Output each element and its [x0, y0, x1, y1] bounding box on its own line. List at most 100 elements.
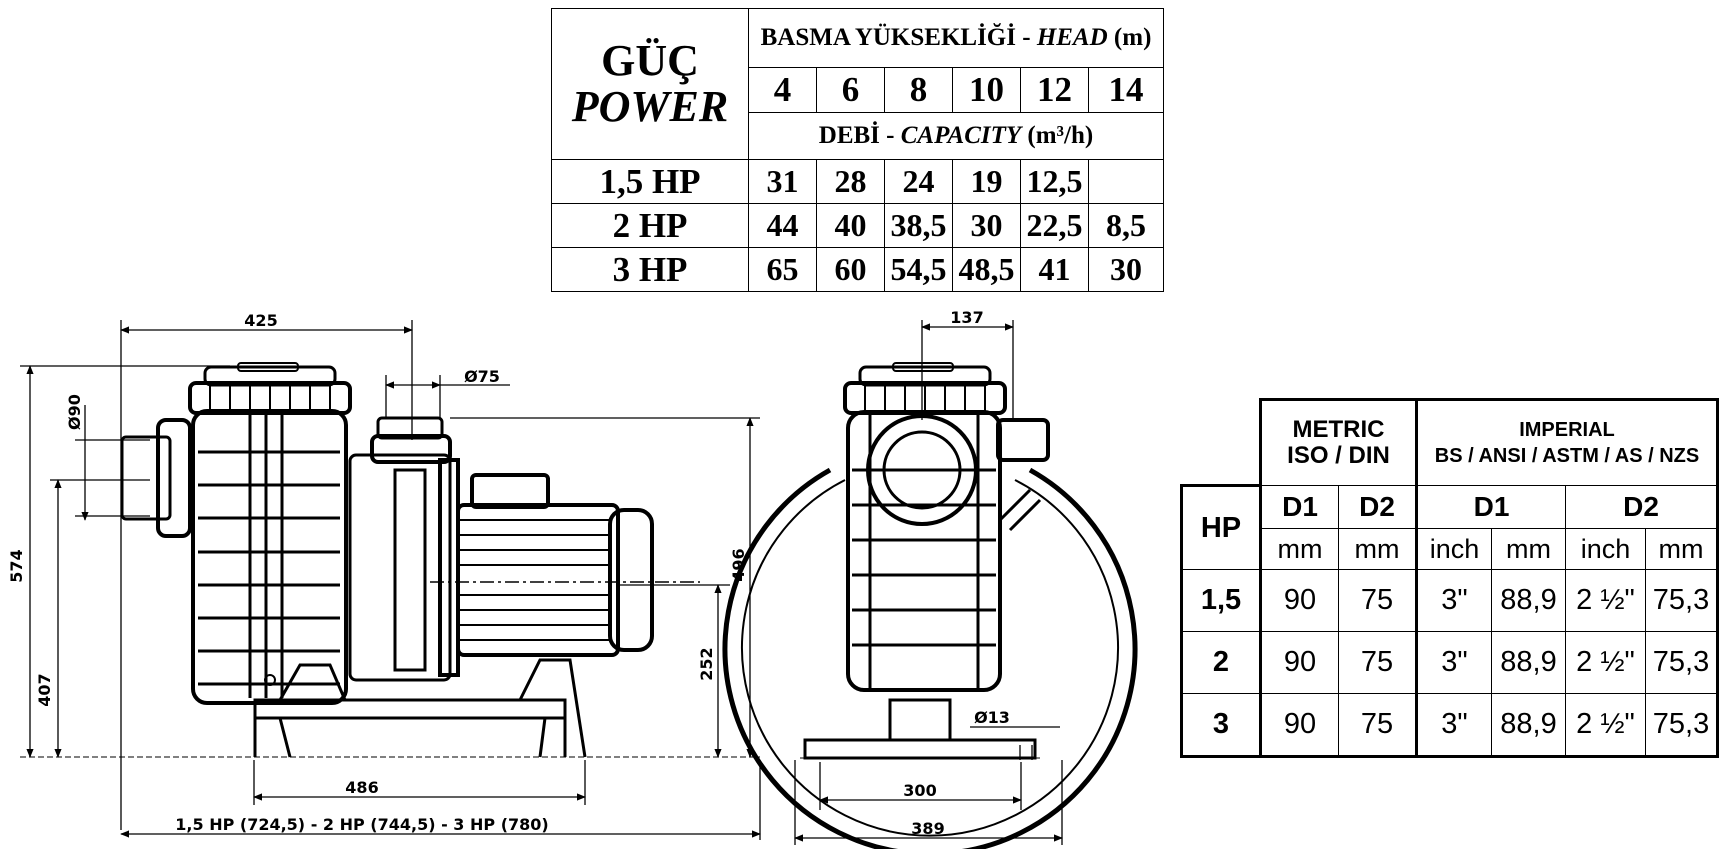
terminal-box [470, 473, 550, 509]
capacity-unit: (m³/h) [1021, 122, 1094, 149]
imperial-title: IMPERIAL [1519, 419, 1615, 441]
capacity-value: 19 [952, 159, 1021, 204]
capacity-value: 48,5 [952, 247, 1021, 292]
imperial-d1-inch-value: 3" [1415, 569, 1492, 632]
hp-value: 2 [1180, 631, 1261, 694]
metric-d2-value: 75 [1338, 569, 1417, 632]
front-strainer-housing [846, 410, 1002, 692]
unit-mm: mm [1645, 528, 1719, 570]
inlet-union [120, 435, 172, 521]
table-row: 3 90 75 3" 88,9 2 ½" 75,3 [1180, 693, 1719, 758]
dim-252-label: 252 [697, 647, 716, 680]
front-dimension-lines [794, 320, 1063, 845]
head-label-tr: BASMA YÜKSEKLİĞİ - [760, 24, 1037, 51]
head-unit: (m) [1107, 24, 1152, 51]
unit-inch: inch [1565, 528, 1646, 570]
base-frame [253, 698, 567, 720]
inlet-port [866, 414, 978, 526]
capacity-value: 65 [748, 247, 817, 292]
imperial-d1-mm-value: 88,9 [1491, 631, 1566, 694]
power-value: 2 HP [551, 203, 749, 248]
imperial-d2-mm-value: 75,3 [1645, 693, 1719, 758]
head-value: 8 [884, 67, 953, 113]
imperial-d1-mm-value: 88,9 [1491, 693, 1566, 758]
metric-d2-value: 75 [1338, 631, 1417, 694]
capacity-header-cell: DEBİ - CAPACITY (m³/h) [748, 112, 1164, 160]
table-row: 2 90 75 3" 88,9 2 ½" 75,3 [1180, 631, 1719, 694]
motor-body [456, 503, 620, 657]
hp-value: 1,5 [1180, 569, 1261, 632]
dim-496-label: 496 [729, 548, 748, 581]
table-row: 1,5 HP 31 28 24 19 12,5 [551, 159, 1164, 204]
table-row: 3 HP 65 60 54,5 48,5 41 30 [551, 247, 1164, 292]
capacity-value: 30 [1088, 247, 1164, 292]
dim-407-label: 407 [35, 673, 54, 706]
metric-d1-value: 90 [1259, 631, 1339, 694]
imperial-d2-mm-value: 75,3 [1645, 631, 1719, 694]
capacity-value: 38,5 [884, 203, 953, 248]
power-header-cell: GÜÇ POWER [551, 8, 749, 160]
imperial-d2-inch-value: 2 ½" [1565, 569, 1646, 632]
imperial-d1-inch-value: 3" [1415, 693, 1492, 758]
connection-dimensions-table: METRIC ISO / DIN IMPERIAL BS / ANSI / AS… [1180, 398, 1719, 758]
imperial-subtitle: BS / ANSI / ASTM / AS / NZS [1434, 445, 1700, 467]
overall-length-label: 1,5 HP (724,5) - 2 HP (744,5) - 3 HP (78… [175, 815, 548, 834]
capacity-value: 60 [816, 247, 885, 292]
performance-table: GÜÇ POWER BASMA YÜKSEKLİĞİ - HEAD (m) 4 … [551, 8, 1164, 292]
front-view-drawing [722, 320, 1138, 849]
blank-cell [1181, 399, 1261, 486]
power-label-tr: GÜÇ [601, 36, 699, 85]
unit-mm: mm [1259, 528, 1339, 570]
dim-425-label: 425 [244, 311, 277, 330]
metric-d1-header: D1 [1259, 485, 1339, 529]
strainer-lid [188, 381, 352, 415]
capacity-label-tr: DEBİ - [818, 122, 901, 149]
metric-d1-value: 90 [1259, 569, 1339, 632]
head-label-en: HEAD [1036, 24, 1108, 51]
volute-outline [722, 467, 1138, 849]
metric-subtitle: ISO / DIN [1287, 442, 1390, 469]
front-outlet-union [996, 418, 1050, 462]
strainer-housing [191, 409, 348, 705]
dim-300-label: 300 [903, 781, 936, 800]
capacity-value: 44 [748, 203, 817, 248]
dim-574-label: 574 [7, 549, 26, 582]
front-base [803, 738, 1037, 760]
imperial-d2-header: D2 [1565, 485, 1719, 529]
power-value: 3 HP [551, 247, 749, 292]
capacity-value: 28 [816, 159, 885, 204]
capacity-value: 30 [952, 203, 1021, 248]
unit-mm: mm [1338, 528, 1417, 570]
housing-ribs [198, 415, 340, 698]
head-value: 14 [1088, 67, 1164, 113]
unit-mm: mm [1491, 528, 1566, 570]
metric-d2-value: 75 [1338, 693, 1417, 758]
hp-value: 3 [1180, 693, 1261, 758]
imperial-d1-inch-value: 3" [1415, 631, 1492, 694]
side-view-drawing [20, 320, 761, 840]
imperial-d1-header: D1 [1415, 485, 1566, 529]
front-strainer-lid [843, 381, 1007, 415]
metric-header-cell: METRIC ISO / DIN [1259, 398, 1417, 486]
outlet-union [376, 416, 444, 440]
table-row: 1,5 90 75 3" 88,9 2 ½" 75,3 [1180, 569, 1719, 632]
capacity-value [1088, 159, 1164, 204]
hp-header: HP [1180, 484, 1261, 570]
capacity-value: 40 [816, 203, 885, 248]
power-value: 1,5 HP [551, 159, 749, 204]
dim-486-label: 486 [345, 778, 378, 797]
capacity-value: 24 [884, 159, 953, 204]
imperial-d1-mm-value: 88,9 [1491, 569, 1566, 632]
metric-d1-value: 90 [1259, 693, 1339, 758]
power-label-en: POWER [571, 82, 729, 131]
capacity-value: 22,5 [1020, 203, 1089, 248]
capacity-value: 41 [1020, 247, 1089, 292]
head-value: 12 [1020, 67, 1089, 113]
capacity-value: 12,5 [1020, 159, 1089, 204]
capacity-label-en: CAPACITY [900, 122, 1022, 149]
imperial-header-cell: IMPERIAL BS / ANSI / ASTM / AS / NZS [1415, 398, 1719, 486]
head-value: 10 [952, 67, 1021, 113]
imperial-d2-inch-value: 2 ½" [1565, 631, 1646, 694]
dim-389-label: 389 [911, 819, 944, 838]
motor-fan-cover [608, 508, 654, 652]
